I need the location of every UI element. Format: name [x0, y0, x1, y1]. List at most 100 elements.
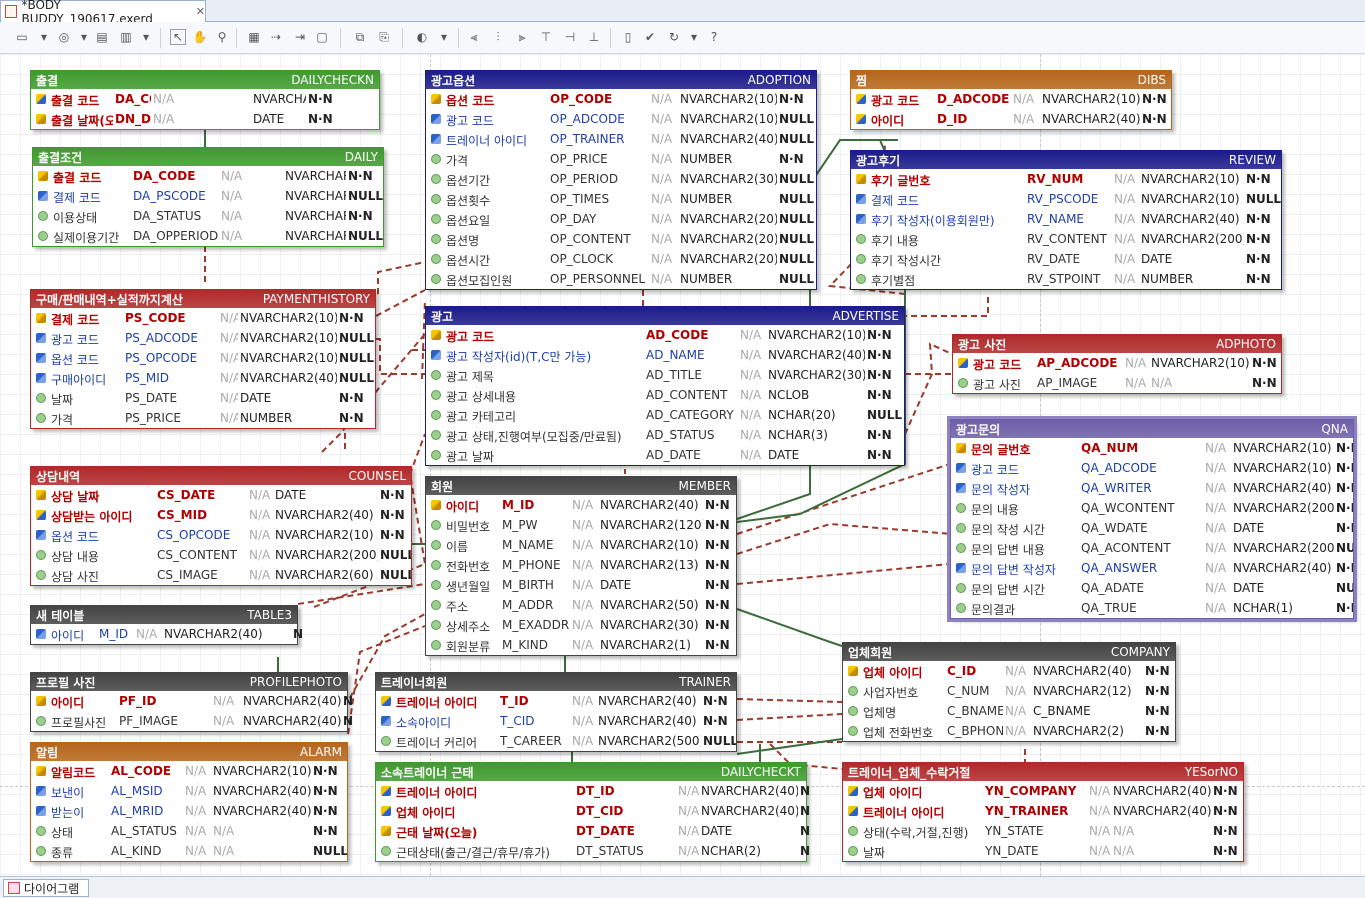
align-center-icon[interactable]: ⫶: [496, 29, 500, 44]
align-right-icon[interactable]: ⫸: [518, 29, 526, 44]
notation-icon[interactable]: ◎: [58, 30, 70, 44]
hand-pan-icon[interactable]: ✋: [192, 30, 208, 44]
dropdown-arrow-icon[interactable]: ▾: [690, 30, 698, 44]
dropdown-arrow-icon[interactable]: ▾: [142, 30, 150, 44]
relation-ident-icon[interactable]: ⇥: [294, 30, 306, 44]
sync-icon[interactable]: ↻: [668, 30, 680, 44]
editor-tab[interactable]: *BODY BUDDY_190617.exerd ✕: [0, 0, 206, 26]
paste-format-icon[interactable]: ⎘: [379, 29, 389, 44]
dropdown-arrow-icon[interactable]: ▾: [80, 30, 88, 44]
layout-icon[interactable]: ▭: [16, 30, 28, 44]
dropdown-arrow-icon[interactable]: ▾: [440, 30, 448, 44]
align-bottom-icon[interactable]: ⊥: [588, 30, 600, 44]
note-icon[interactable]: ▢: [316, 30, 328, 44]
diagram-tab[interactable]: 다이어그램: [3, 879, 89, 897]
dropdown-arrow-icon[interactable]: ▾: [40, 30, 48, 44]
